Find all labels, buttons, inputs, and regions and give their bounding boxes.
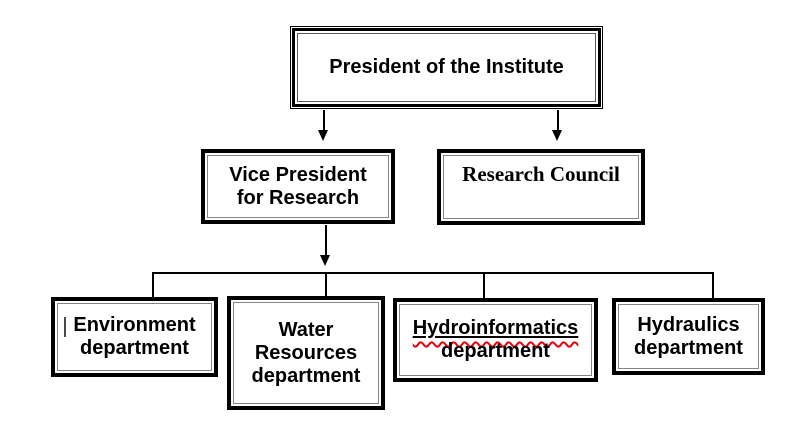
label-line: department: [251, 364, 361, 387]
label-line: Environment: [73, 314, 196, 336]
node-hydraulics-department[interactable]: Hydraulics department: [612, 298, 765, 375]
node-environment-department[interactable]: Environment department: [51, 297, 218, 377]
tree-drop-hydroinformatics: [483, 272, 485, 298]
label-line: Resources: [254, 341, 358, 364]
node-research-council-label: Research Council: [462, 162, 620, 186]
node-research-council-inner: Research Council: [443, 155, 639, 219]
label-line: Vice President: [229, 163, 367, 186]
tree-drop-water-resources: [325, 272, 327, 296]
spellcheck-squiggle: Hydroinformatics: [413, 317, 579, 339]
node-water-resources-department[interactable]: Water Resources department: [227, 296, 385, 410]
node-environment-label: Environment department: [73, 314, 195, 360]
tree-horizontal-line: [152, 272, 714, 274]
label-line: department: [634, 336, 743, 359]
arrow-down-icon: [318, 130, 328, 141]
connector-president-to-vp-line: [323, 110, 325, 131]
node-hydroinformatics-label: Hydroinformatics department: [413, 317, 579, 363]
label-line: for Research: [236, 186, 360, 209]
node-vice-president[interactable]: Vice President for Research: [201, 149, 395, 224]
label-line-underlined: Hydroinformatics: [413, 317, 579, 340]
underlined-word: Hydroinformatics: [412, 317, 579, 339]
label-line: Water: [278, 318, 334, 341]
text-cursor-artifact: [64, 317, 66, 337]
node-president-label: President of the Institute: [329, 56, 564, 78]
tree-drop-hydraulics: [712, 272, 714, 298]
tree-drop-environment: [152, 272, 154, 297]
label-line: Hydraulics: [637, 313, 740, 336]
node-vice-president-inner: Vice President for Research: [207, 155, 389, 218]
connector-vp-to-departments-line: [325, 225, 327, 256]
connector-president-to-council-line: [557, 110, 559, 131]
node-hydraulics-inner: Hydraulics department: [618, 304, 759, 369]
label-line: department: [80, 337, 189, 359]
node-research-council[interactable]: Research Council: [437, 149, 645, 225]
node-president-inner: President of the Institute: [297, 33, 596, 102]
arrow-down-icon: [320, 255, 330, 266]
node-environment-inner: Environment department: [57, 303, 212, 371]
node-vice-president-label: Vice President for Research: [229, 164, 366, 210]
node-hydraulics-label: Hydraulics department: [634, 314, 743, 360]
label-line: department: [441, 340, 550, 362]
node-water-resources-inner: Water Resources department: [233, 302, 379, 404]
node-hydroinformatics-inner: Hydroinformatics department: [399, 304, 592, 376]
node-president[interactable]: President of the Institute: [290, 26, 603, 109]
node-president-border: President of the Institute: [292, 28, 601, 107]
arrow-down-icon: [552, 130, 562, 141]
node-water-resources-label: Water Resources department: [252, 319, 361, 388]
node-hydroinformatics-department[interactable]: Hydroinformatics department: [393, 298, 598, 382]
